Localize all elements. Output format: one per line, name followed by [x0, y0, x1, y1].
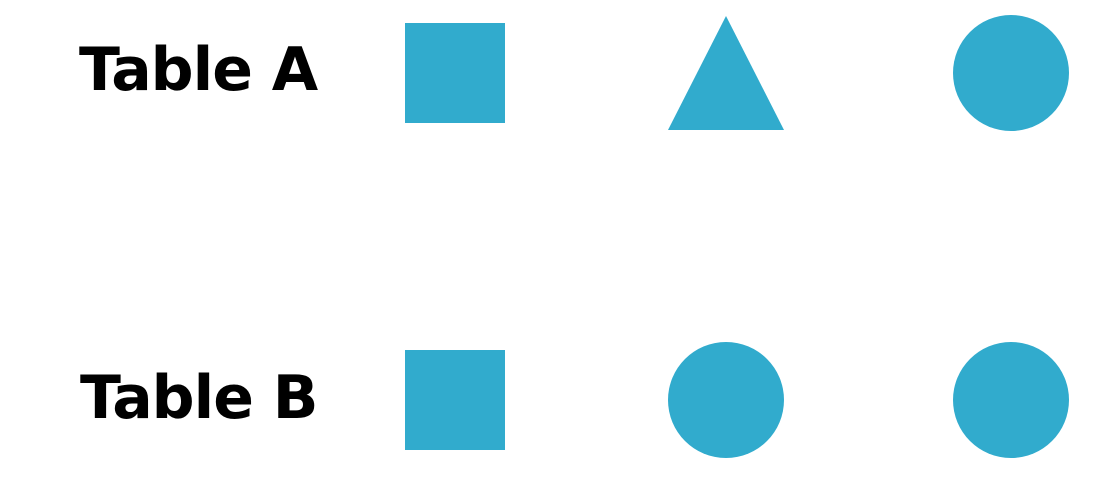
table-b-circle-2 [668, 342, 784, 458]
table-b-circle-3 [953, 342, 1069, 458]
table-a-label: Table A [79, 35, 318, 105]
table-b-square-1 [405, 350, 505, 450]
table-a-triangle-2 [668, 16, 784, 130]
table-a-square-1 [405, 23, 505, 123]
table-a-circle-3 [953, 15, 1069, 131]
table-b-label: Table B [80, 363, 319, 433]
